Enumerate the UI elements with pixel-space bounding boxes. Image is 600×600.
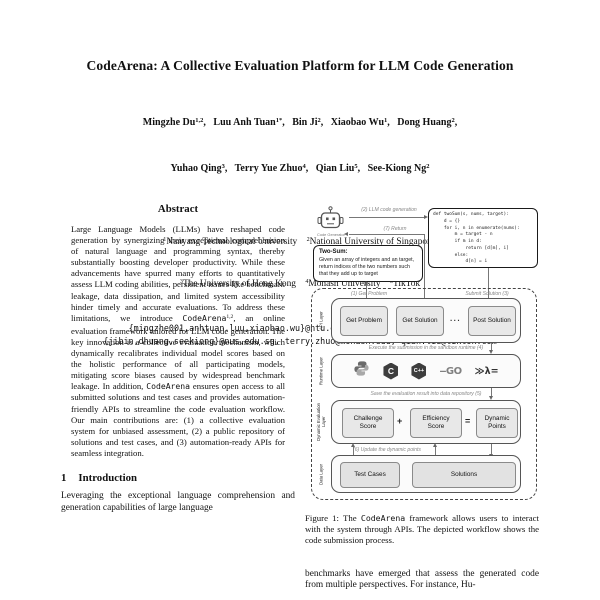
abstract-heading: Abstract	[157, 203, 199, 215]
arrow-line-to-solutions	[491, 444, 492, 456]
arrowhead-left-icon	[344, 231, 348, 236]
arrow-line-3	[488, 268, 489, 304]
arrow-label-llm-code-generation: (2) LLM code generation	[361, 207, 417, 213]
generated-code-box: def twoSum(s, nums, target): d = {} for …	[428, 208, 538, 268]
robot-icon	[317, 206, 344, 237]
equals-operator: =	[465, 416, 471, 426]
data-layer: Test Cases Solutions	[331, 455, 521, 493]
arrowhead-down-icon	[488, 350, 493, 354]
runtime-layer-label: Runtime Layer	[318, 357, 324, 385]
section-title: Introduction	[78, 471, 138, 484]
ellipsis-dots: ···	[450, 316, 461, 325]
author-line-2: Yuhao Qing3, Terry Yue Zhuo4, Qian Liu5,…	[170, 163, 430, 174]
c-language-icon: C	[383, 362, 399, 380]
right-column: Code Generator (2) LLM code generation d…	[305, 203, 539, 592]
dynamic-evaluation-layer-label: Dynamic Evaluation Layer	[316, 403, 326, 441]
right-column-text: benchmarks have emerged that assess the …	[305, 568, 539, 591]
arrowhead-right-icon	[424, 214, 428, 219]
api-layer: Get Problem Get Solution ··· Post Soluti…	[331, 298, 521, 343]
get-problem-box: Get Problem	[340, 306, 388, 336]
arrowhead-down-icon	[488, 396, 493, 400]
runtime-icons-row: C C++ ‒GO ≫λ=	[331, 361, 521, 381]
section-heading-introduction: 1 Introduction	[61, 472, 295, 484]
get-solution-box: Get Solution	[396, 306, 444, 336]
affiliation-line-1: 1Nanyang Technological University 2Natio…	[163, 237, 437, 247]
framework-dashed-border	[311, 288, 537, 500]
arrow-line-5	[491, 388, 492, 398]
plus-operator: +	[397, 416, 403, 426]
arrow-line-6a	[353, 446, 354, 455]
arrow-label-save-repository: Save the evaluation result into data rep…	[370, 391, 482, 397]
python-icon	[353, 360, 370, 382]
author-list: Mingzhe Du1,2, Luu Anh Tuan1*, Bin Ji2, …	[0, 85, 600, 207]
section-number: 1	[61, 471, 67, 484]
introduction-text: Leveraging the exceptional language comp…	[61, 490, 295, 513]
arrow-line-4	[491, 343, 492, 352]
challenge-score-box: Challenge Score	[342, 408, 394, 438]
arrowhead-up-icon	[350, 443, 355, 447]
data-layer-label: Data Layer	[318, 463, 324, 485]
arrowhead-up-icon	[432, 443, 437, 447]
arrowhead-up-icon	[363, 281, 368, 285]
test-cases-box: Test Cases	[340, 462, 400, 488]
cpp-language-icon: C++	[411, 362, 427, 380]
two-column-body: Abstract Large Language Models (LLMs) ha…	[61, 203, 539, 592]
robot-label: Code Generator	[317, 232, 345, 237]
arrow-line-7h	[349, 234, 424, 235]
affiliation-list: 1Nanyang Technological University 2Natio…	[0, 209, 600, 319]
dynamic-evaluation-layer: Challenge Score + Efficiency Score = Dyn…	[331, 400, 521, 444]
paper-title: CodeArena: A Collective Evaluation Platf…	[86, 58, 514, 73]
email-list: {mingzhe001,anhtuan.luu,xiaobao.wu}@ntu.…	[0, 322, 600, 347]
arrow-label-submit-solution: Submit Solution (3)	[465, 291, 509, 297]
post-solution-box: Post Solution	[468, 306, 516, 336]
left-column: Abstract Large Language Models (LLMs) ha…	[61, 203, 295, 592]
paper-header: CodeArena: A Collective Evaluation Platf…	[0, 58, 600, 347]
author-line-1: Mingzhe Du1,2, Luu Anh Tuan1*, Bin Ji2, …	[142, 117, 458, 128]
go-language-icon: ‒GO	[439, 365, 462, 377]
email-line-1: {mingzhe001,anhtuan.luu,xiaobao.wu}@ntu.…	[128, 323, 472, 333]
figure-1: Code Generator (2) LLM code generation d…	[305, 203, 543, 505]
problem-body: Given an array of integers and an target…	[319, 256, 415, 277]
abstract-text: Large Language Models (LLMs) have reshap…	[71, 224, 285, 458]
problem-title: Two-Sum:	[319, 249, 348, 255]
arrow-line-6b	[435, 446, 436, 455]
arrow-label-update-points: (6) Update the dynamic points	[353, 446, 421, 453]
arrow-line-1	[366, 283, 367, 299]
email-line-2: {jibin,dhuang,seekiong}@nus.edu.sg, terr…	[103, 335, 497, 346]
api-layer-label: API Layer	[318, 311, 324, 330]
solutions-box: Solutions	[412, 462, 516, 488]
arrow-line-2	[349, 217, 425, 218]
problem-statement-box: Two-Sum: Given an array of integers and …	[313, 245, 423, 282]
arrow-line-7v	[424, 234, 425, 300]
arrow-label-return: (7) Return	[383, 226, 407, 232]
haskell-language-icon: ≫λ=	[474, 365, 499, 377]
figure-1-caption: Figure 1: The CodeArena framework allows…	[305, 513, 539, 546]
efficiency-score-box: Efficiency Score	[410, 408, 462, 438]
dynamic-points-box: Dynamic Points	[476, 408, 518, 438]
arrow-label-execute-sandbox: Execute the submission in the sandbox ru…	[368, 345, 484, 351]
arrow-label-get-problem: (1) Get Problem	[350, 291, 388, 297]
